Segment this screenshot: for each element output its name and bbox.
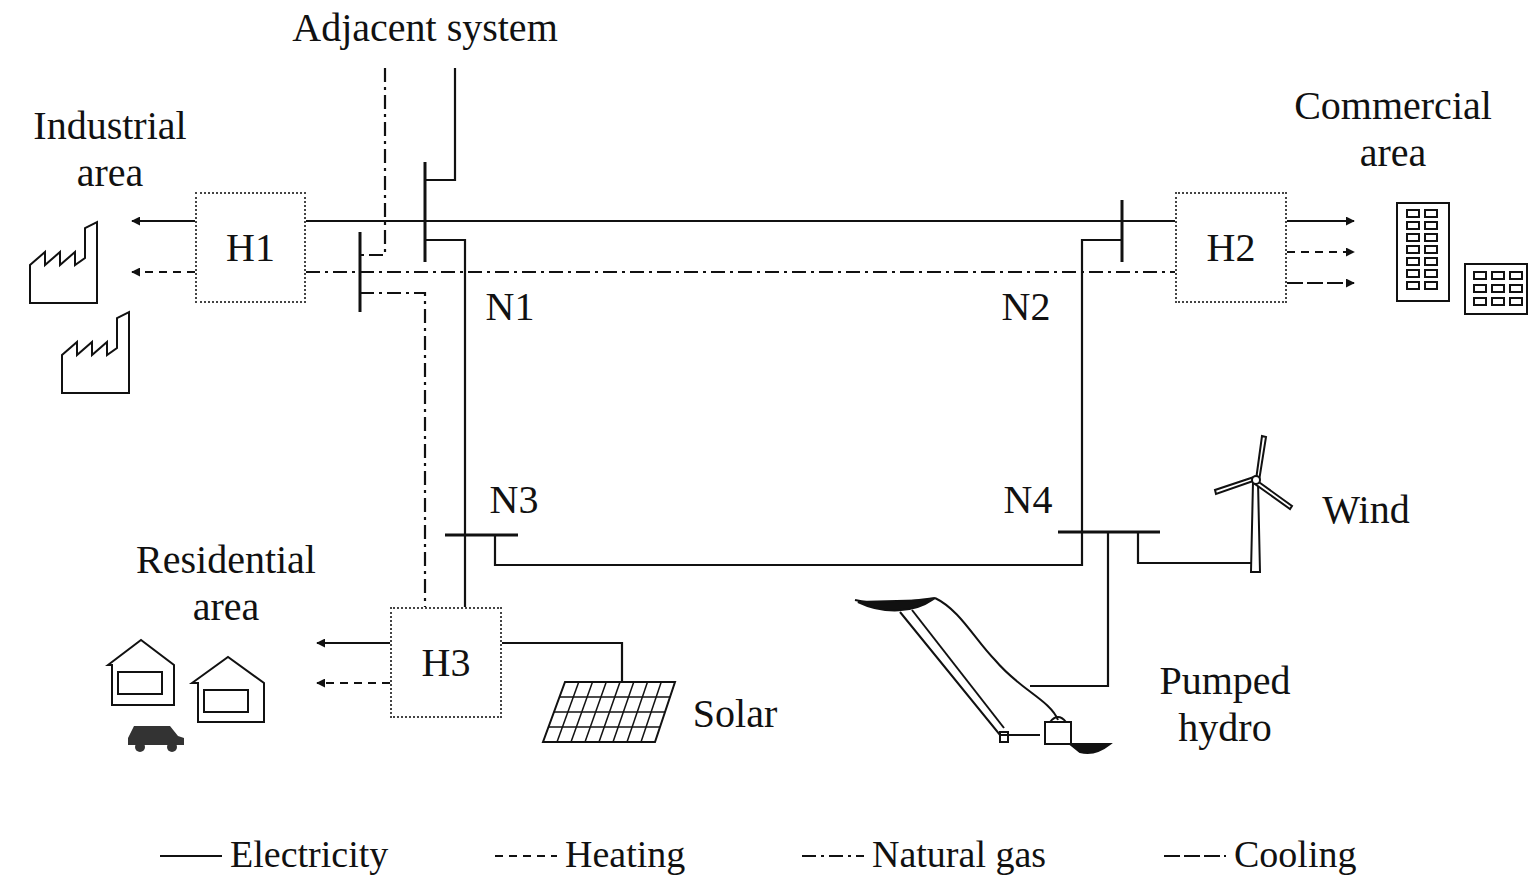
- output-arrow: [132, 220, 195, 222]
- electric-line: [1082, 240, 1122, 532]
- bus-label: N1: [475, 283, 545, 330]
- legend-item: Heating: [493, 835, 685, 873]
- source-label: Pumped hydro: [1130, 657, 1320, 751]
- hub-box: H3: [390, 607, 502, 718]
- output-arrow: [1287, 251, 1354, 253]
- output-arrow: [317, 682, 390, 684]
- legend-item: Natural gas: [800, 835, 1046, 873]
- bus-bar: [424, 162, 427, 262]
- legend-sample: [493, 844, 559, 864]
- legend-text: Heating: [565, 835, 685, 873]
- legend-sample: [1162, 844, 1228, 864]
- hub-box: H2: [1175, 192, 1287, 303]
- area-label: Residential area: [106, 536, 346, 630]
- bus-label: N4: [993, 476, 1063, 523]
- source-label: Solar: [680, 690, 790, 737]
- electric-line: [1030, 532, 1108, 686]
- legend-sample: [158, 844, 224, 864]
- legend-sample: [800, 844, 866, 864]
- electric-line: [502, 643, 622, 682]
- hub-label: H1: [226, 228, 275, 268]
- bus-label: N2: [991, 283, 1061, 330]
- output-arrow: [1287, 282, 1354, 284]
- legend-text: Natural gas: [872, 835, 1046, 873]
- electric-line: [425, 68, 455, 180]
- bus-bar: [1121, 200, 1124, 262]
- hub-label: H2: [1207, 228, 1256, 268]
- output-arrow: [1287, 220, 1354, 222]
- source-label: Adjacent system: [245, 4, 605, 51]
- bus-label: N3: [479, 476, 549, 523]
- wind-turbine: [1215, 436, 1292, 572]
- electric-line: [1138, 532, 1255, 572]
- solar-panel: [543, 682, 675, 742]
- legend-text: Electricity: [230, 835, 388, 873]
- factory-icon: [30, 222, 129, 393]
- area-label: Commercial area: [1268, 82, 1518, 176]
- output-arrow: [317, 642, 390, 644]
- legend-item: Cooling: [1162, 835, 1356, 873]
- hub-label: H3: [422, 643, 471, 683]
- source-label: Wind: [1306, 486, 1426, 533]
- legend-text: Cooling: [1234, 835, 1356, 873]
- hub-box: H1: [195, 192, 306, 303]
- gas-line: [360, 68, 385, 255]
- electric-line: [495, 532, 1082, 565]
- gas-line: [360, 293, 425, 607]
- area-label: Industrial area: [10, 102, 210, 196]
- bus-bar: [445, 534, 518, 537]
- electric-line: [306, 220, 1175, 222]
- car-icon: [128, 726, 184, 752]
- house-icon: [108, 640, 264, 722]
- electric-line: [425, 240, 465, 607]
- legend-item: Electricity: [158, 835, 388, 873]
- gas-line: [306, 271, 1175, 273]
- building-icon: [1397, 203, 1527, 314]
- output-arrow: [132, 271, 195, 273]
- pumped-hydro: [855, 598, 1110, 753]
